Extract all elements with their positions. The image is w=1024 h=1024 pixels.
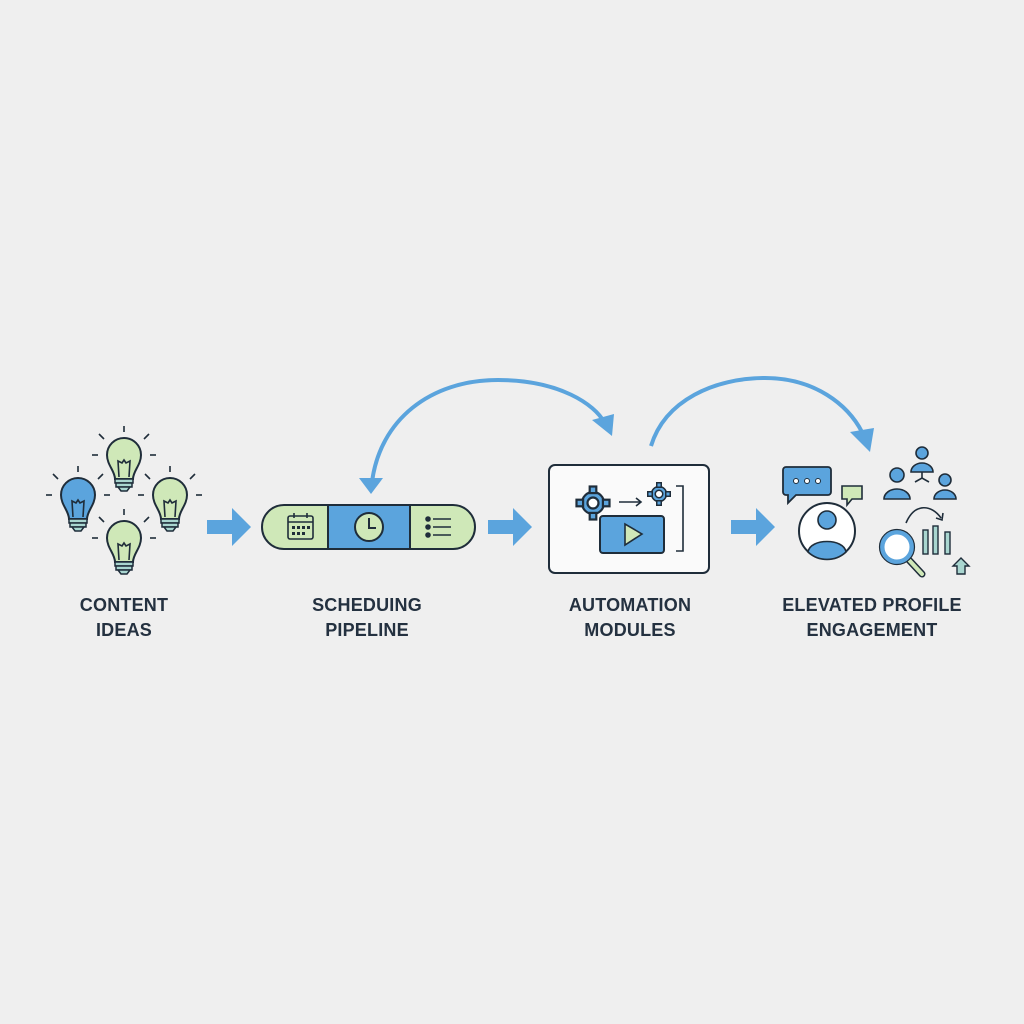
list-icon (425, 516, 451, 538)
stage-label-scheduling-pipeline: SCHEDUING PIPELINE (247, 593, 487, 643)
clock-icon (354, 512, 384, 542)
label-line1: CONTENT (79, 595, 169, 615)
lightbulbs-icon (45, 425, 203, 575)
stage-label-automation-modules: AUTOMATION MODULES (510, 593, 750, 643)
small-chat-icon (841, 485, 863, 508)
trend-arrow-icon (905, 506, 942, 524)
chat-bubble-icon (782, 466, 832, 506)
network-users-icon (883, 446, 957, 500)
pipeline-icon (261, 504, 476, 550)
label-line1: SCHEDUING (312, 595, 422, 615)
stage-label-content-ideas: CONTENT IDEAS (4, 593, 244, 643)
label-line1: AUTOMATION (568, 595, 692, 615)
stage-label-elevated-profile-engagement: ELEVATED PROFILE ENGAGEMENT (752, 593, 992, 643)
flow-arrow-2 (488, 508, 532, 546)
label-line2: PIPELINE (325, 620, 409, 640)
magnifier-icon (878, 528, 926, 578)
play-icon (624, 522, 644, 547)
flow-arrow-1 (207, 508, 251, 546)
label-line2: ENGAGEMENT (806, 620, 938, 640)
engagement-icon (782, 446, 971, 578)
feedback-arrow-1 (359, 377, 614, 494)
bar-chart-icon (922, 525, 951, 555)
label-line2: MODULES (584, 620, 676, 640)
calendar-icon (287, 513, 314, 540)
feedback-arrow-2 (649, 375, 874, 452)
up-arrow-icon (951, 557, 971, 575)
flow-arrow-3 (731, 508, 775, 546)
automation-icon (548, 464, 710, 574)
label-line1: ELEVATED PROFILE (782, 595, 962, 615)
profile-avatar-icon (798, 502, 856, 561)
label-line2: IDEAS (95, 620, 152, 640)
